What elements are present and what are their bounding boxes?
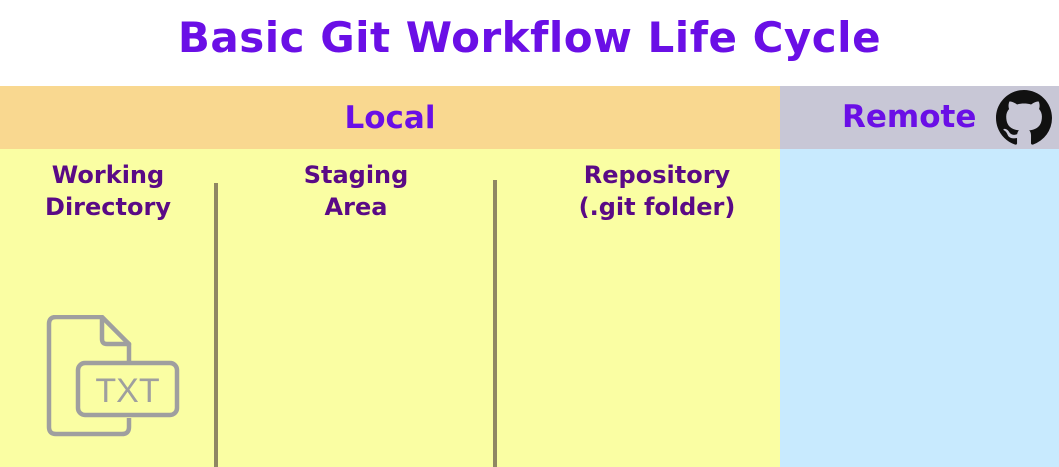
remote-header: Remote xyxy=(780,86,1059,149)
working-directory-label: Working Directory xyxy=(45,161,171,221)
stage-divider xyxy=(214,183,218,467)
diagram-title: Basic Git Workflow Life Cycle xyxy=(177,13,882,62)
local-label: Local xyxy=(344,99,436,136)
staging-area-label: Staging Area xyxy=(303,161,409,221)
repository-label: Repository (.git folder) xyxy=(578,161,736,221)
github-icon xyxy=(996,90,1052,145)
remote-label: Remote xyxy=(842,99,977,135)
remote-area xyxy=(780,149,1059,467)
stage-divider xyxy=(493,180,497,467)
local-header: Local xyxy=(0,86,780,149)
txt-icon-label: TXT xyxy=(95,372,159,410)
txt-file-icon: TXT xyxy=(46,315,180,437)
